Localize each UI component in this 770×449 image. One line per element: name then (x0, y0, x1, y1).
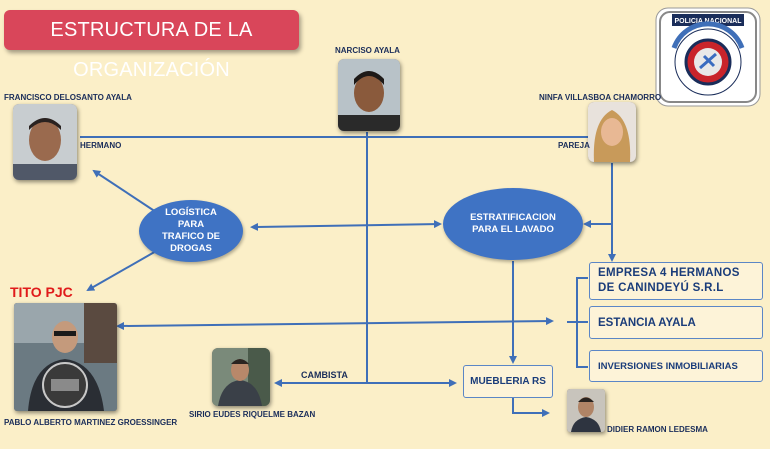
node-muebleria: MUEBLERIA RS (463, 365, 553, 398)
tito-photo (14, 303, 117, 411)
node-estratificacion: ESTRATIFICACION PARA EL LAVADO (443, 188, 583, 260)
narciso-name: NARCISO AYALA (335, 46, 400, 55)
relation-hermano: HERMANO (80, 141, 122, 150)
company-empresa-4-hermanos-label: EMPRESA 4 HERMANOS DE CANINDEYÚ S.R.L (598, 267, 740, 294)
node-logistica-label: LOGÍSTICA PARA TRAFICO DE DROGAS (161, 207, 221, 254)
narciso-photo (338, 59, 400, 131)
company-empresa-4-hermanos: EMPRESA 4 HERMANOS DE CANINDEYÚ S.R.L (589, 262, 763, 300)
francisco-name: FRANCISCO DELOSANTO AYALA (4, 93, 132, 102)
company-estancia-ayala-label: ESTANCIA AYALA (598, 316, 696, 329)
company-estancia-ayala: ESTANCIA AYALA (589, 306, 763, 339)
didier-name: DIDIER RAMON LEDESMA (607, 425, 708, 434)
sirio-photo (212, 348, 270, 406)
page-title: ESTRUCTURA DE LA ORGANIZACIÓN (4, 10, 299, 81)
sirio-name: SIRIO EUDES RIQUELME BAZAN (189, 410, 316, 419)
francisco-photo (13, 104, 77, 180)
arrow-logistica-estratificacion (250, 220, 442, 231)
company-inversiones-inmobiliarias-label: INVERSIONES INMOBILIARIAS (598, 360, 738, 372)
node-estratificacion-label: ESTRATIFICACION PARA EL LAVADO (470, 212, 556, 235)
ninfa-photo (588, 102, 636, 162)
police-badge: POLICIA NACIONAL (652, 4, 764, 115)
arrow-tito-companies (116, 317, 554, 330)
relation-cambista: CAMBISTA (301, 370, 348, 380)
tito-alias: TITO PJC (10, 284, 73, 300)
ninfa-name: NINFA VILLASBOA CHAMORRO (539, 93, 662, 102)
arrow-logistica-francisco (92, 169, 157, 213)
node-logistica: LOGÍSTICA PARA TRAFICO DE DROGAS (139, 200, 243, 262)
node-muebleria-label: MUEBLERIA RS (470, 376, 546, 387)
arrow-muebleria-didier (512, 398, 550, 417)
pablo-name: PABLO ALBERTO MARTINEZ GROESSINGER (4, 418, 178, 427)
didier-photo (567, 389, 605, 432)
company-inversiones-inmobiliarias: INVERSIONES INMOBILIARIAS (589, 350, 763, 382)
arrow-logistica-tito (86, 249, 159, 291)
relation-pareja: PAREJA (558, 141, 590, 150)
